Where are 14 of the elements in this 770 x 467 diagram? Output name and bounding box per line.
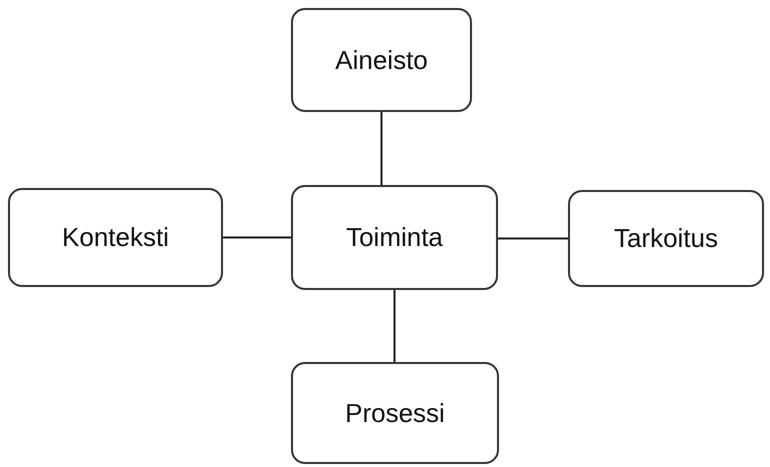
rounded-box [568, 190, 764, 287]
node-label: Tarkoitus [614, 223, 718, 254]
rounded-box [291, 8, 472, 112]
node-label: Aineisto [335, 44, 428, 76]
connector-line [223, 236, 291, 238]
rounded-box [291, 185, 498, 290]
node-label: Prosessi [345, 398, 445, 428]
connector-line [380, 112, 382, 185]
connector-line [498, 238, 568, 240]
rounded-box [8, 188, 223, 287]
rounded-box [291, 362, 499, 464]
node-label: Toiminta [346, 222, 443, 253]
connector-line [394, 290, 396, 362]
node-label: Konteksti [62, 222, 169, 253]
